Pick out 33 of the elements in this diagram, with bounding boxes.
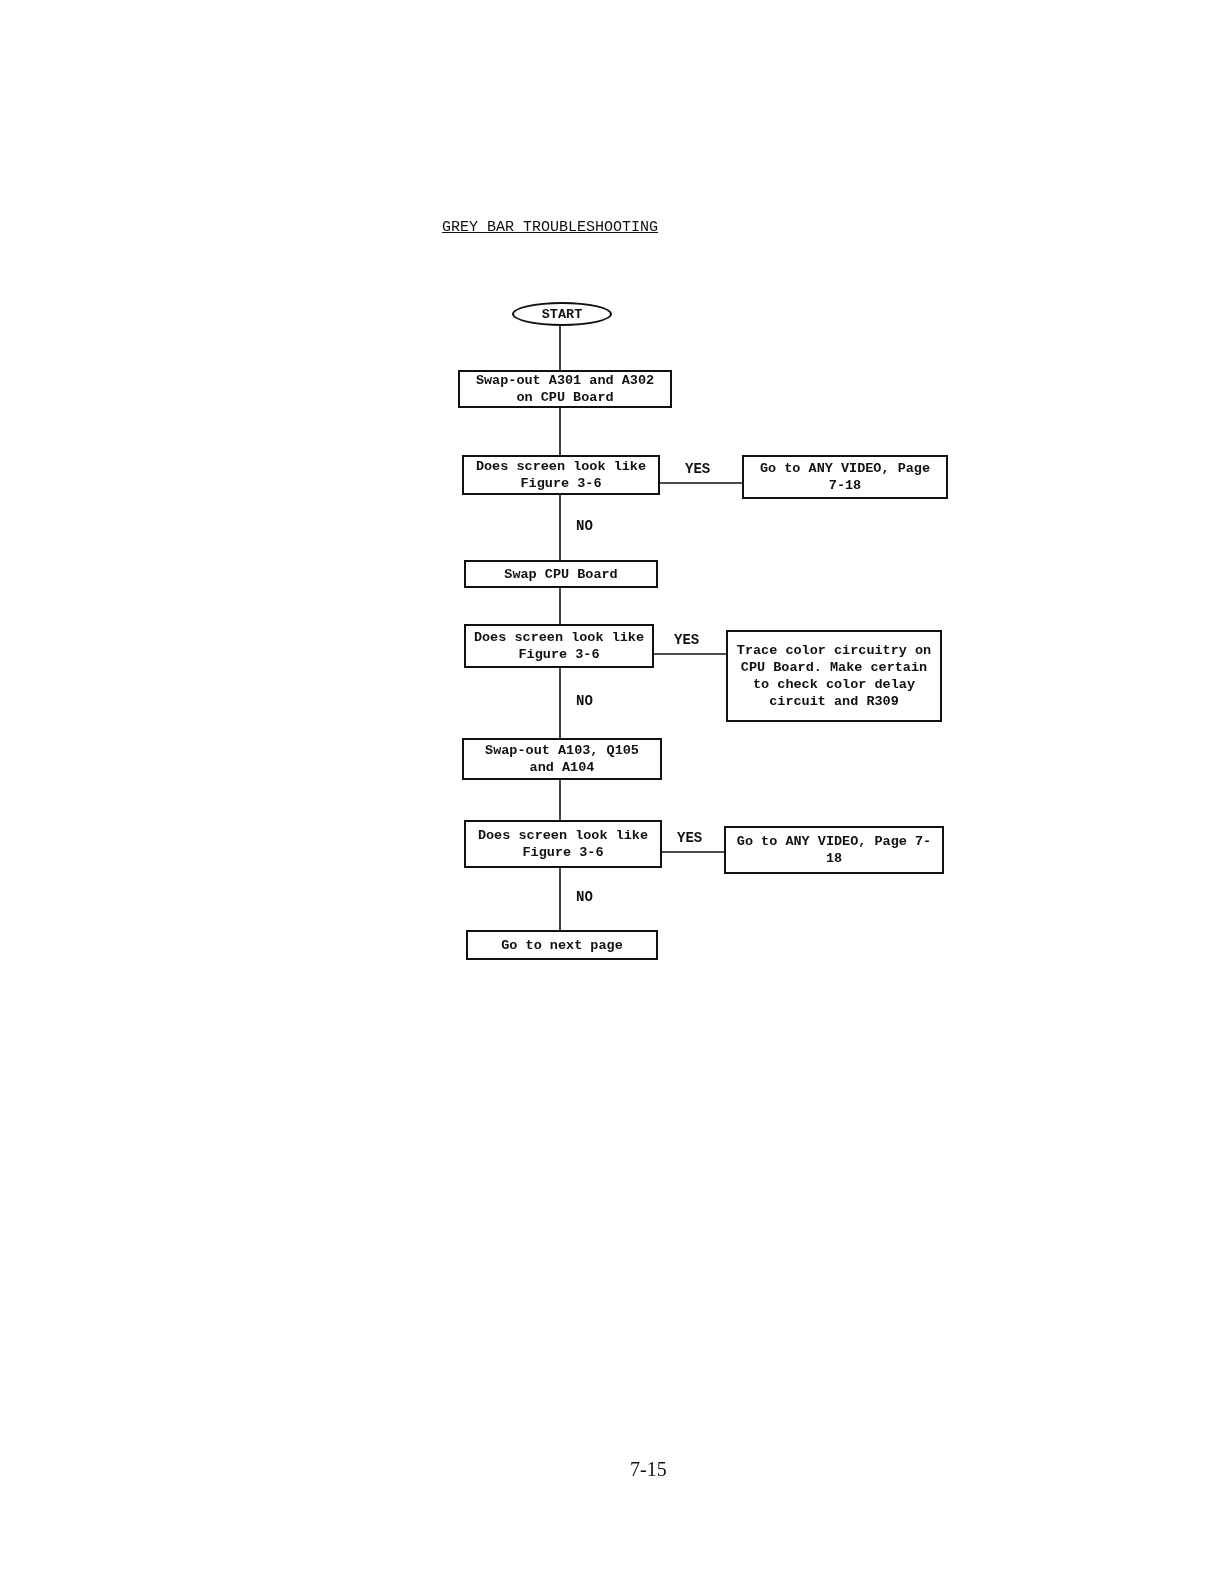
connector-line xyxy=(559,407,561,456)
node-text: Does screen look like Figure 3-6 xyxy=(474,458,648,492)
decision-box xyxy=(462,455,660,495)
node-text: Swap-out A301 and A302 on CPU Board xyxy=(474,372,656,406)
process-box xyxy=(458,370,672,408)
process-box xyxy=(464,560,658,588)
node-text: START xyxy=(541,305,583,323)
connector-line xyxy=(559,494,561,561)
node-text: Does screen look like Figure 3-6 xyxy=(476,827,650,861)
decision-box xyxy=(464,624,654,668)
node-text: Trace color circuitry on CPU Board. Make certain to check color delay circuit and R309 xyxy=(735,642,933,710)
process-box xyxy=(742,455,948,499)
process-box xyxy=(462,738,662,780)
connector-line xyxy=(661,851,725,853)
node-text: Swap-out A103, Q105 and A104 xyxy=(484,742,640,776)
connector-line xyxy=(653,653,727,655)
node-text: Does screen look like Figure 3-6 xyxy=(472,629,646,663)
node-text: Go to ANY VIDEO, Page 7-18 xyxy=(758,460,932,494)
connector-line xyxy=(659,482,743,484)
connector-line xyxy=(559,587,561,625)
connector-line xyxy=(559,667,561,739)
process-box xyxy=(726,630,942,722)
process-box xyxy=(724,826,944,874)
flowchart-title: GREY BAR TROUBLESHOOTING xyxy=(440,218,659,238)
connector-line xyxy=(559,325,561,371)
page-number: 7-15 xyxy=(630,1458,667,1481)
connector-line xyxy=(559,867,561,931)
decision-box xyxy=(464,820,662,868)
node-text: Go to ANY VIDEO, Page 7-18 xyxy=(735,833,933,867)
node-text: Go to next page xyxy=(501,936,623,954)
process-box xyxy=(466,930,658,960)
node-text: Swap CPU Board xyxy=(504,565,618,583)
connector-line xyxy=(559,779,561,821)
